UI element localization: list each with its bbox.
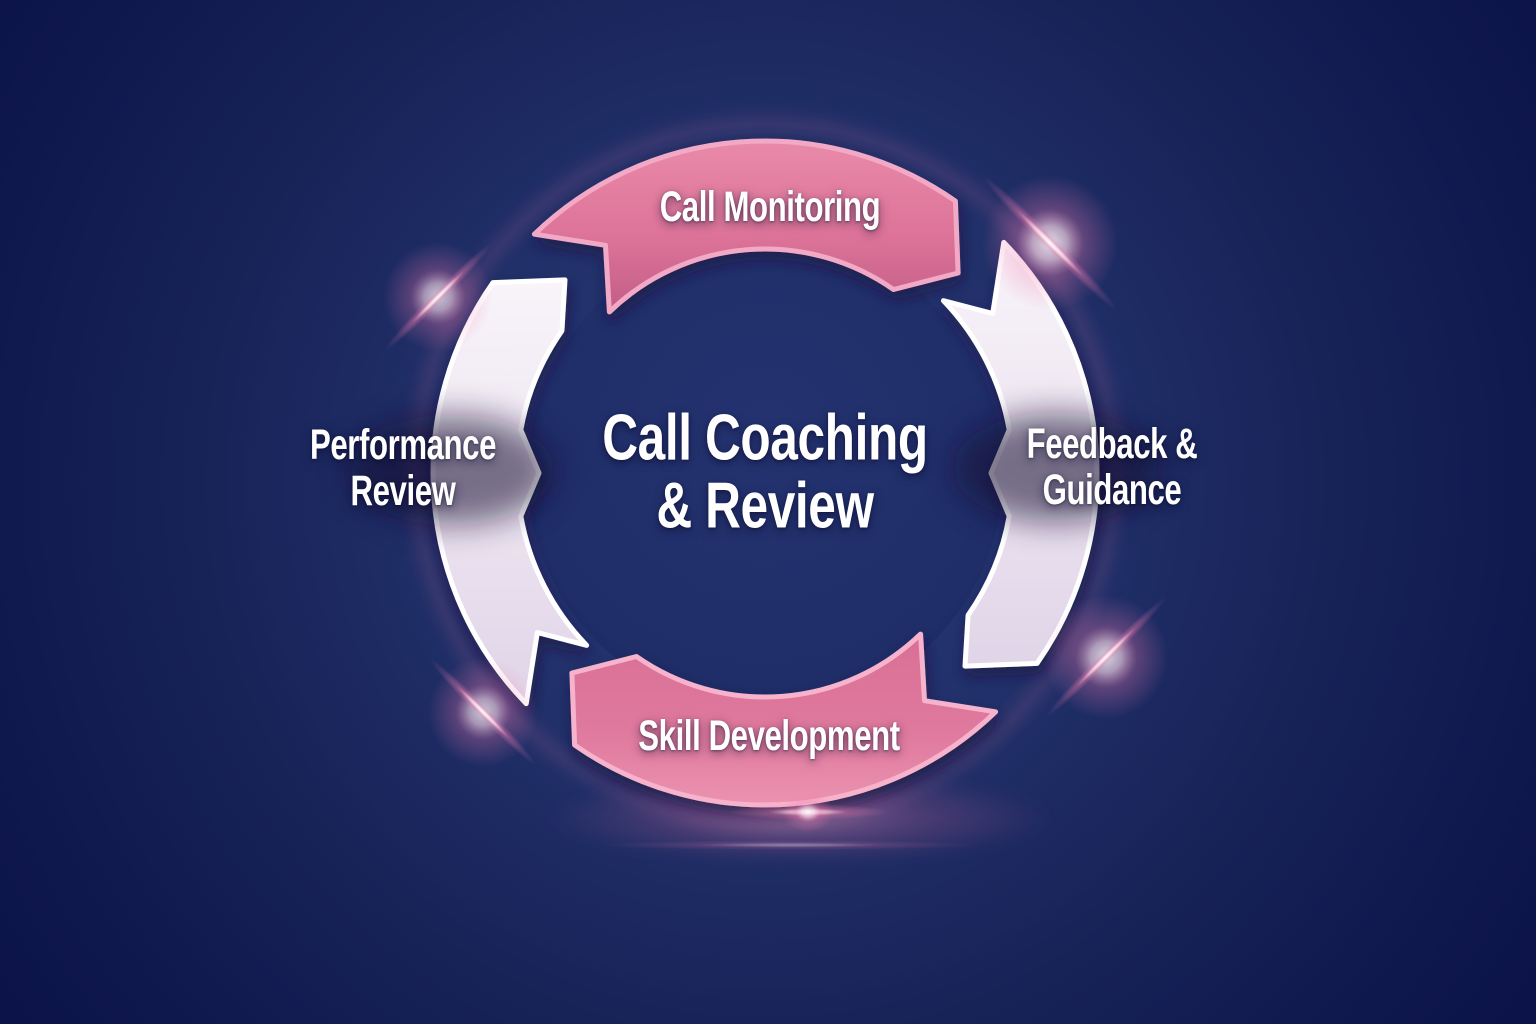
segment-label-line: Call Monitoring	[659, 183, 881, 231]
segment-label-performance-review: Performance Review	[310, 421, 496, 515]
lens-flare-top-left	[383, 242, 493, 352]
lens-flare-bottom-right	[1044, 595, 1168, 719]
segment-label-call-monitoring: Call Monitoring	[659, 183, 881, 231]
center-title-line: & Review	[656, 469, 874, 543]
segment-arc-call-monitoring	[531, 138, 961, 315]
bottom-rim-highlight	[600, 792, 980, 850]
segment-label-feedback-guidance: Feedback & Guidance	[1026, 420, 1198, 514]
segment-label-line: Performance	[310, 421, 496, 469]
segment-label-skill-development: Skill Development	[638, 712, 900, 760]
segment-label-line: Review	[350, 467, 456, 515]
segment-arc-skill-development	[569, 631, 999, 808]
lens-flare-top-right	[982, 175, 1118, 311]
lens-flare-bottom-left	[428, 657, 538, 767]
label-shadow-right	[954, 413, 1158, 523]
center-title: Call Coaching & Review	[602, 404, 928, 541]
center-circle	[527, 235, 1003, 711]
segment-label-line: Guidance	[1042, 466, 1182, 514]
segment-label-line: Feedback &	[1026, 420, 1198, 468]
center-title-line: Call Coaching	[602, 401, 928, 475]
segment-label-line: Skill Development	[638, 712, 900, 760]
label-shadow-left	[350, 415, 554, 525]
